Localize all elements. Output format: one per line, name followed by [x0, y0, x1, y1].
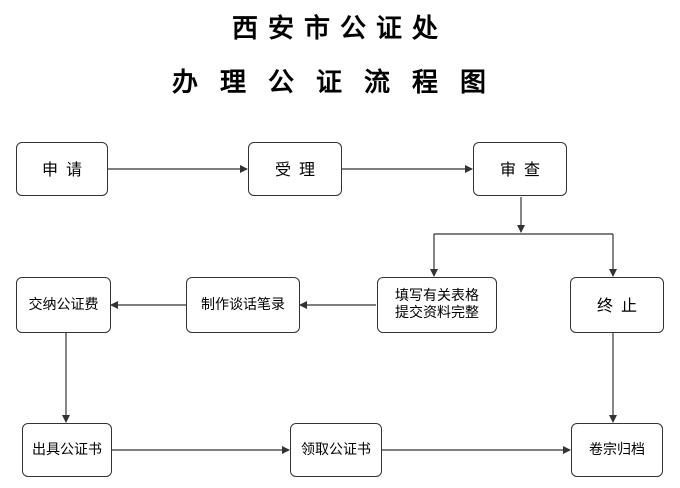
node-fill-forms-line1: 填写有关表格 — [395, 288, 479, 304]
node-pay-fee-label: 交纳公证费 — [28, 296, 99, 313]
page-subtitle: 办理公证流程图 — [171, 68, 508, 98]
page-title: 西安市公证处 — [231, 14, 448, 44]
node-issue-certificate: 出具公证书 — [22, 423, 112, 477]
node-terminate: 终止 — [570, 277, 664, 333]
node-archive-label: 卷宗归档 — [589, 441, 645, 458]
node-accept: 受理 — [248, 142, 342, 196]
node-fill-forms: 填写有关表格 提交资料完整 — [377, 277, 497, 333]
node-apply: 申请 — [16, 142, 108, 196]
node-review-label: 审查 — [499, 159, 548, 179]
node-fill-forms-line2: 提交资料完整 — [395, 305, 479, 321]
node-issue-certificate-label: 出具公证书 — [32, 441, 102, 458]
node-review: 审查 — [473, 142, 567, 196]
node-terminate-label: 终止 — [596, 295, 645, 315]
node-accept-label: 受理 — [274, 159, 323, 179]
node-archive: 卷宗归档 — [571, 423, 663, 477]
node-pay-fee: 交纳公证费 — [16, 277, 111, 333]
node-apply-label: 申请 — [41, 159, 90, 179]
node-collect-certificate: 领取公证书 — [290, 423, 382, 477]
node-interview-label: 制作谈话笔录 — [201, 296, 285, 313]
node-collect-certificate-label: 领取公证书 — [301, 441, 371, 458]
node-interview: 制作谈话笔录 — [186, 277, 300, 333]
